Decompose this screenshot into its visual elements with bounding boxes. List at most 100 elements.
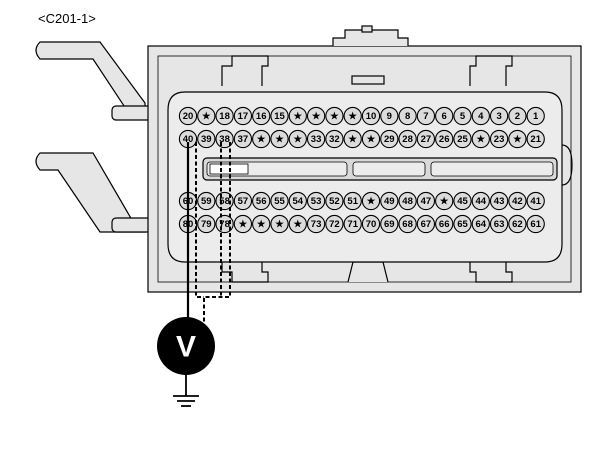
pin-circle xyxy=(252,129,271,149)
mounting-bracket xyxy=(35,41,157,233)
pin-circle xyxy=(343,191,362,211)
pin-label: 29 xyxy=(384,134,395,145)
unused-pin-star: ★ xyxy=(275,134,284,145)
pin-circle xyxy=(508,214,527,234)
pin-label: 64 xyxy=(476,219,487,230)
pin-label: 38 xyxy=(219,134,230,145)
unused-pin-star: ★ xyxy=(330,111,339,122)
pin-label: 70 xyxy=(366,219,377,230)
pin-label: 57 xyxy=(238,196,249,207)
pin-circle xyxy=(178,106,198,126)
pin-circle xyxy=(306,106,326,126)
pin-label: 72 xyxy=(329,219,340,230)
pin-circle xyxy=(343,214,362,234)
pin-circle xyxy=(380,191,399,211)
pin-label: 79 xyxy=(201,219,212,230)
probe-leads xyxy=(186,142,231,322)
pin-label: 68 xyxy=(402,219,413,230)
pin-label: 3 xyxy=(496,111,501,122)
pin-circle xyxy=(270,191,289,211)
pin-label: 15 xyxy=(274,111,285,122)
pin-circle xyxy=(270,214,289,234)
pin-circle xyxy=(398,191,417,211)
pin-label: 63 xyxy=(494,219,505,230)
pin-label: 62 xyxy=(512,219,523,230)
pin-circle xyxy=(398,129,417,149)
pin-circle xyxy=(215,106,234,126)
pin-circle xyxy=(526,191,545,211)
unused-pin-star: ★ xyxy=(312,111,321,122)
connector-body xyxy=(147,25,582,293)
pin-label: 33 xyxy=(311,134,322,145)
pin-circle xyxy=(325,129,344,149)
pin-label: 37 xyxy=(238,134,249,145)
pin-label: 40 xyxy=(183,134,194,145)
unused-pin-star: ★ xyxy=(367,196,376,207)
pin-circle xyxy=(197,129,216,149)
pin-label: 43 xyxy=(494,196,505,207)
pin-label: 67 xyxy=(421,219,432,230)
unused-pin-star: ★ xyxy=(477,134,486,145)
pin-label: 2 xyxy=(515,111,520,122)
pin-label: 17 xyxy=(238,111,249,122)
pin-circle xyxy=(270,129,289,149)
pin-circle xyxy=(361,129,381,149)
pin-circle xyxy=(508,106,527,126)
pin-circle xyxy=(435,191,454,211)
unused-pin-star: ★ xyxy=(513,134,522,145)
pin-circle xyxy=(526,106,545,126)
unused-pin-star: ★ xyxy=(294,219,303,230)
pin-circle xyxy=(471,214,490,234)
pin-label: 8 xyxy=(405,111,410,122)
pin-circle xyxy=(233,191,253,211)
pin-label: 69 xyxy=(384,219,395,230)
pin-circle xyxy=(435,106,454,126)
pin-circle xyxy=(233,106,253,126)
pin-circle xyxy=(471,129,490,149)
pin-circle xyxy=(252,106,271,126)
pin-label: 26 xyxy=(439,134,450,145)
pin-circle xyxy=(508,129,527,149)
pin-circle xyxy=(380,106,399,126)
pin-circle xyxy=(288,129,307,149)
unused-pin-star: ★ xyxy=(239,219,248,230)
pin-label: 48 xyxy=(402,196,413,207)
pin-circle xyxy=(288,191,307,211)
unused-pin-star: ★ xyxy=(348,134,357,145)
pin-circle xyxy=(361,214,381,234)
pin-circle xyxy=(252,191,271,211)
pin-circle xyxy=(361,106,381,126)
unused-pin-star: ★ xyxy=(294,111,303,122)
pin-label: 78 xyxy=(219,219,230,230)
pin-label: 23 xyxy=(494,134,505,145)
pin-circle xyxy=(270,106,289,126)
pin-circle xyxy=(416,214,436,234)
pin-circle xyxy=(489,129,509,149)
pin-label: 39 xyxy=(201,134,212,145)
unused-pin-star: ★ xyxy=(367,134,376,145)
pin-circle xyxy=(288,214,307,234)
pin-label: 28 xyxy=(402,134,413,145)
unused-pin-star: ★ xyxy=(202,111,211,122)
pin-label: 52 xyxy=(329,196,340,207)
pin-label: 58 xyxy=(219,196,230,207)
unused-pin-star: ★ xyxy=(440,196,449,207)
pin-label: 47 xyxy=(421,196,432,207)
pin-circle xyxy=(233,129,253,149)
pin-circle xyxy=(306,191,326,211)
pin-label: 53 xyxy=(311,196,322,207)
pin-circle xyxy=(416,191,436,211)
pin-label: 5 xyxy=(460,111,466,122)
ground-icon xyxy=(173,375,199,407)
pin-circle xyxy=(197,106,216,126)
pin-circle xyxy=(398,214,417,234)
pin-circle xyxy=(471,191,490,211)
pin-circle xyxy=(361,191,381,211)
pin-label: 59 xyxy=(201,196,212,207)
pin-label: 73 xyxy=(311,219,322,230)
pin-circle xyxy=(288,106,307,126)
pin-label: 18 xyxy=(219,111,230,122)
pin-label: 66 xyxy=(439,219,450,230)
pin-circle xyxy=(416,106,436,126)
